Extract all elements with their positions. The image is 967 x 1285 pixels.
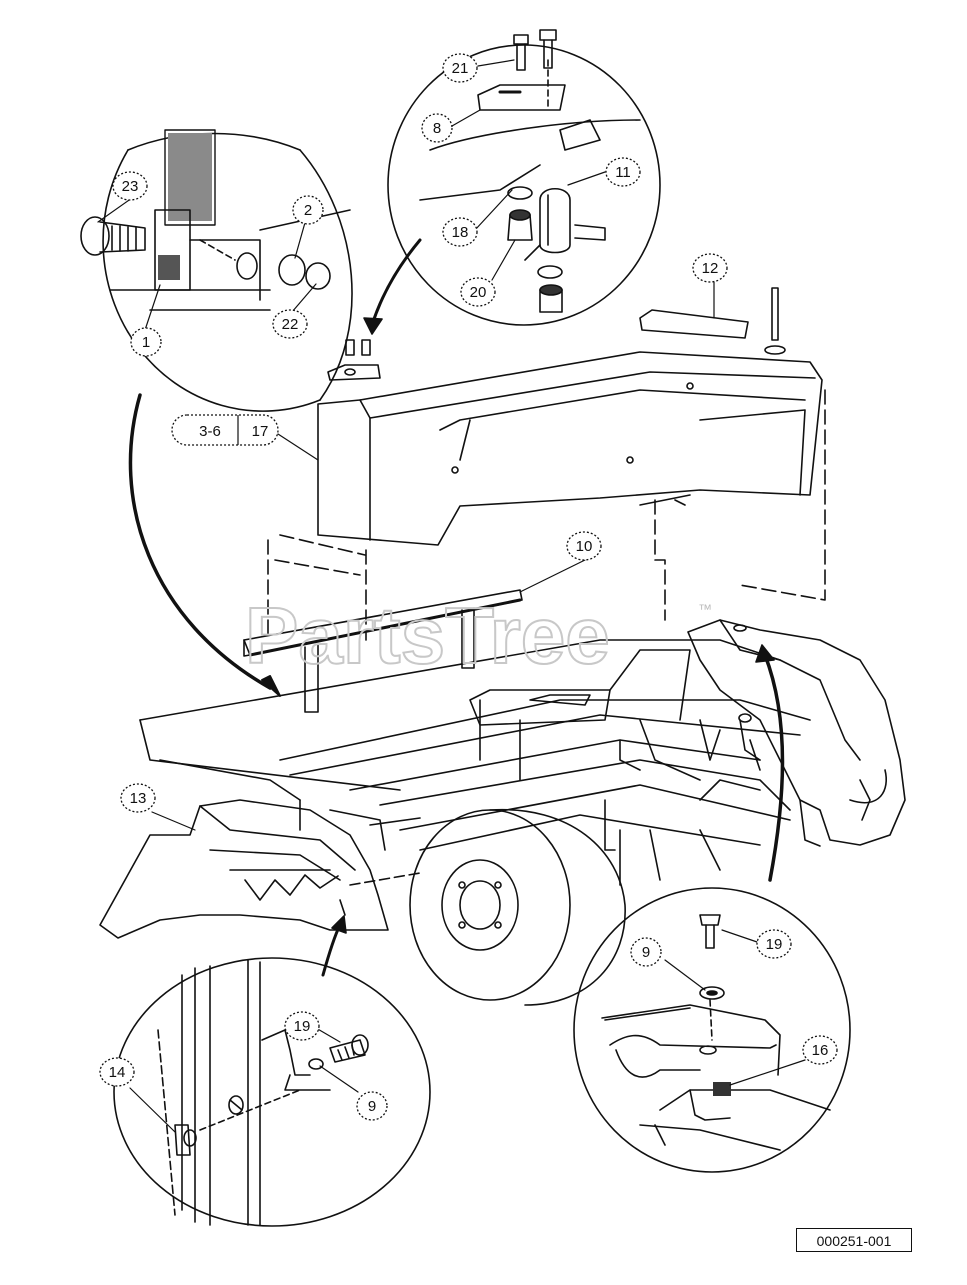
callout-10: 10 [566, 531, 602, 561]
detail-circle-bottom-right [573, 887, 851, 1173]
front-left-fender [99, 799, 421, 939]
watermark-trademark: ™ [698, 601, 712, 617]
callout-14: 14 [99, 1057, 135, 1087]
svg-text:22: 22 [282, 316, 299, 333]
support-bar [243, 589, 523, 713]
callouts: 21 8 11 18 20 23 2 22 1 12 3-6 17 10 13 … [99, 53, 838, 1121]
arrow-head [363, 317, 383, 335]
callout-19-right: 19 [756, 929, 792, 959]
svg-text:11: 11 [615, 164, 631, 181]
svg-text:2: 2 [304, 202, 312, 219]
arrow-head [755, 644, 775, 663]
svg-text:3-6: 3-6 [199, 423, 221, 440]
detail-circle-top-right [387, 29, 661, 326]
callout-2: 2 [292, 195, 324, 225]
detail-circle-bottom-left [113, 957, 431, 1227]
svg-text:16: 16 [812, 1042, 829, 1059]
svg-text:19: 19 [766, 936, 783, 953]
watermark-text: PartsTree [245, 591, 610, 680]
svg-text:14: 14 [109, 1064, 126, 1081]
callout-16: 16 [802, 1035, 838, 1065]
svg-text:12: 12 [702, 260, 719, 277]
callout-3-6: 3-6 [171, 414, 279, 446]
svg-text:13: 13 [130, 790, 147, 807]
callout-9-right: 9 [630, 937, 662, 967]
callout-17: 17 [252, 423, 269, 440]
arrow-head [261, 675, 281, 697]
callout-8: 8 [421, 113, 453, 143]
svg-text:23: 23 [122, 178, 139, 195]
callout-1: 1 [130, 327, 162, 357]
svg-text:21: 21 [452, 60, 469, 77]
svg-text:1: 1 [142, 334, 150, 351]
svg-text:20: 20 [470, 284, 487, 301]
callout-12: 12 [692, 253, 728, 283]
callout-9-left: 9 [356, 1091, 388, 1121]
alignment-lines [267, 389, 826, 641]
front-wheel [409, 808, 626, 1006]
reference-number: 000251-001 [796, 1228, 912, 1252]
callout-11: 11 [605, 157, 641, 187]
arrow-line [128, 393, 272, 690]
callout-13: 13 [120, 783, 156, 813]
svg-text:17: 17 [252, 423, 269, 440]
side-panel [317, 351, 823, 546]
callout-18: 18 [442, 217, 478, 247]
detail-circle-top-left [80, 129, 353, 412]
svg-text:18: 18 [452, 224, 469, 241]
rear-right-fender [687, 619, 906, 847]
callout-19-left: 19 [284, 1011, 320, 1041]
arrow-line [763, 653, 785, 882]
arrow-head [331, 915, 347, 934]
cart-frame [139, 639, 811, 886]
svg-text:19: 19 [294, 1018, 311, 1035]
svg-text:9: 9 [368, 1098, 376, 1115]
panel-hardware [327, 287, 786, 506]
svg-text:9: 9 [642, 944, 650, 961]
svg-text:10: 10 [576, 538, 593, 555]
callout-23: 23 [112, 171, 148, 201]
callout-21: 21 [442, 53, 478, 83]
svg-text:8: 8 [433, 120, 441, 137]
arrow-line [370, 238, 422, 327]
callout-20: 20 [460, 277, 496, 307]
callout-22: 22 [272, 309, 308, 339]
